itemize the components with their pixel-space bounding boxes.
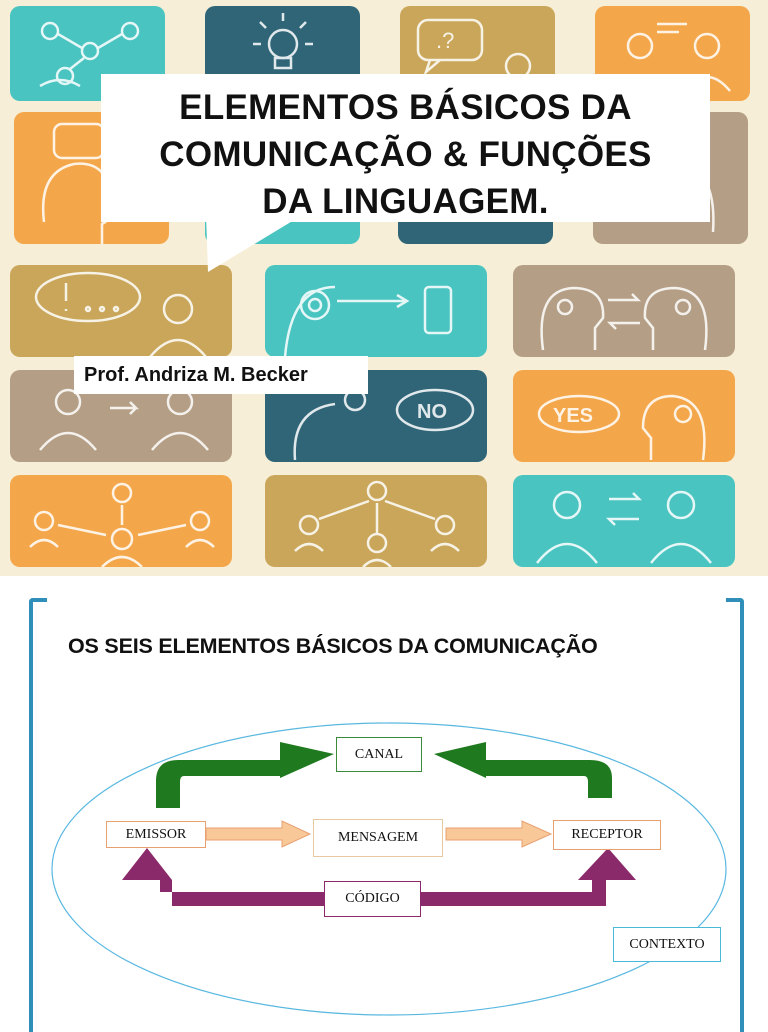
svg-text:.?: .? [436,28,454,53]
title-line-3: DA LINGUAGEM. [262,182,549,221]
author-name: Prof. Andriza M. Becker [84,364,308,386]
exclamation-speech-icon [10,265,232,357]
hierarchy-people-icon [265,475,487,567]
green-arrow-right [434,742,612,798]
yes-speech-head-icon: YES [513,370,735,462]
emissor-box: EMISSOR [106,821,206,848]
contexto-box: CONTEXTO [613,927,721,962]
speech-tail-icon [206,214,304,272]
peach-arrow-2 [445,820,553,848]
purple-arrow-right [421,848,636,906]
codigo-box: CÓDIGO [324,881,421,917]
communication-diagram [51,722,727,1016]
mensagem-box: MENSAGEM [313,819,443,857]
peach-arrow-1 [205,820,312,848]
diagram-slide: OS SEIS ELEMENTOS BÁSICOS DA COMUNICAÇÃO… [0,576,768,1032]
receptor-box: RECEPTOR [553,820,661,850]
canal-box: CANAL [336,737,422,772]
left-bracket [29,598,47,1032]
slide-title: OS SEIS ELEMENTOS BÁSICOS DA COMUNICAÇÃO [68,634,598,658]
green-arrow-left [156,742,334,808]
title-slide: .? NO YES ELEMENTOS [0,0,768,576]
title-line-1: ELEMENTOS BÁSICOS DA [179,88,632,127]
svg-text:NO: NO [417,401,447,423]
title-line-2: COMUNICAÇÃO & FUNÇÕES [159,135,652,174]
two-heads-gears-icon [513,265,735,357]
purple-arrow-left [122,848,324,906]
people-exchange-icon [513,475,735,567]
head-no-speech-icon: NO [265,370,487,462]
group-center-icon [10,475,232,567]
context-ellipse [51,722,727,1016]
svg-text:YES: YES [553,405,593,427]
author-box [74,356,368,394]
people-network-icon [10,6,165,101]
right-bracket [726,598,744,1032]
title-bubble [101,74,710,222]
target-head-phone-icon [265,265,487,357]
page-title: ELEMENTOS BÁSICOS DA COMUNICAÇÃO & FUNÇÕ… [101,84,710,225]
